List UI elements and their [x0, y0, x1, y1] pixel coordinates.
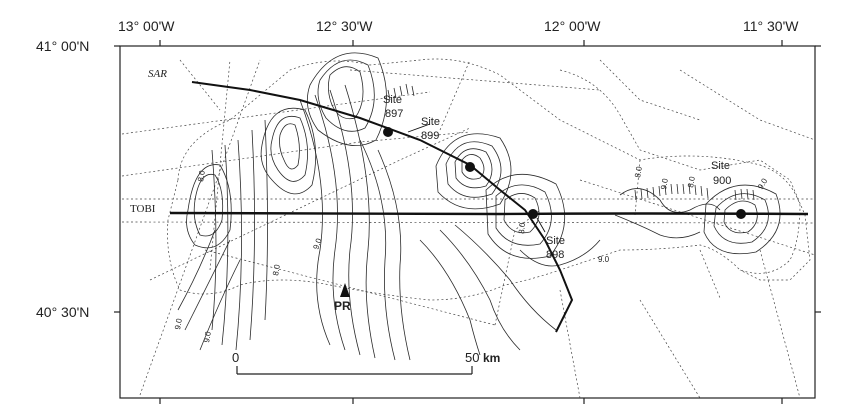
contour-value: 8.0 [686, 175, 697, 188]
contour-value: 8.0 [633, 165, 644, 178]
map-frame [119, 45, 816, 399]
site-899-label-top: Site [421, 116, 440, 128]
site-900-marker [736, 209, 746, 219]
dashed-survey-lines [121, 59, 816, 399]
site-900: Site 900 [711, 160, 746, 219]
top-ticks [159, 40, 783, 46]
contour-value: 9.0 [311, 237, 323, 251]
contour-value: 9.0 [756, 176, 770, 191]
site-898: Site 898 [528, 209, 565, 261]
lat-label-41-00n: 41° 00'N [36, 38, 89, 54]
site-898-marker [528, 209, 538, 219]
survey-boundary-right [559, 69, 811, 281]
pr-arrow-icon [340, 283, 350, 297]
scale-bar-end: 50 [465, 350, 479, 365]
site-898-label-number: 898 [546, 249, 564, 261]
site-898-label-top: Site [546, 235, 565, 247]
scale-bar-start: 0 [232, 350, 239, 365]
tobi-track-line [169, 211, 809, 216]
sar-track-line [191, 81, 574, 333]
contour-value: 8.0 [517, 222, 527, 234]
lat-label-40-30n: 40° 30'N [36, 304, 89, 320]
survey-boundary [167, 58, 801, 301]
lon-label-13-00w: 13° 00'W [118, 18, 175, 34]
site-898-leader [536, 217, 546, 233]
lon-label-12-30w: 12° 30'W [316, 18, 373, 34]
site-900-label-number: 900 [713, 175, 731, 187]
sar-track-label: SAR [148, 68, 167, 80]
scale-bar: 0 50 km [232, 350, 500, 375]
contour-value: 9.0 [173, 317, 184, 330]
contour-value: 9.0 [202, 330, 213, 343]
pr-marker: PR [334, 283, 351, 313]
contour-lines [177, 52, 781, 361]
scale-bar-unit: km [483, 351, 500, 365]
bottom-ticks [159, 398, 783, 404]
site-899-leader [407, 123, 431, 133]
site-897: Site 897 [383, 94, 403, 137]
contour-value: 9.0 [598, 255, 610, 264]
contour-value: 9.0 [659, 177, 670, 190]
lon-label-12-00w: 12° 00'W [544, 18, 601, 34]
contour-value-labels: 8.0 9.0 9.0 8.0 9.0 8.0 9.0 8.0 9.0 8.0 … [173, 165, 769, 343]
site-899: Site 899 [407, 116, 475, 172]
site-899-label-number: 899 [421, 130, 439, 142]
contour-value: 8.0 [196, 169, 207, 182]
hachures [387, 83, 755, 201]
site-899-marker [465, 162, 475, 172]
site-900-label-top: Site [711, 160, 730, 172]
tobi-track-label: TOBI [130, 203, 156, 215]
site-897-marker [383, 127, 393, 137]
site-897-label-top: Site [383, 94, 402, 106]
side-ticks [114, 45, 821, 313]
lon-label-11-30w: 11° 30'W [743, 18, 799, 34]
pr-label: PR [334, 299, 351, 313]
site-897-label-number: 897 [385, 108, 403, 120]
contour-value: 8.0 [271, 263, 282, 276]
